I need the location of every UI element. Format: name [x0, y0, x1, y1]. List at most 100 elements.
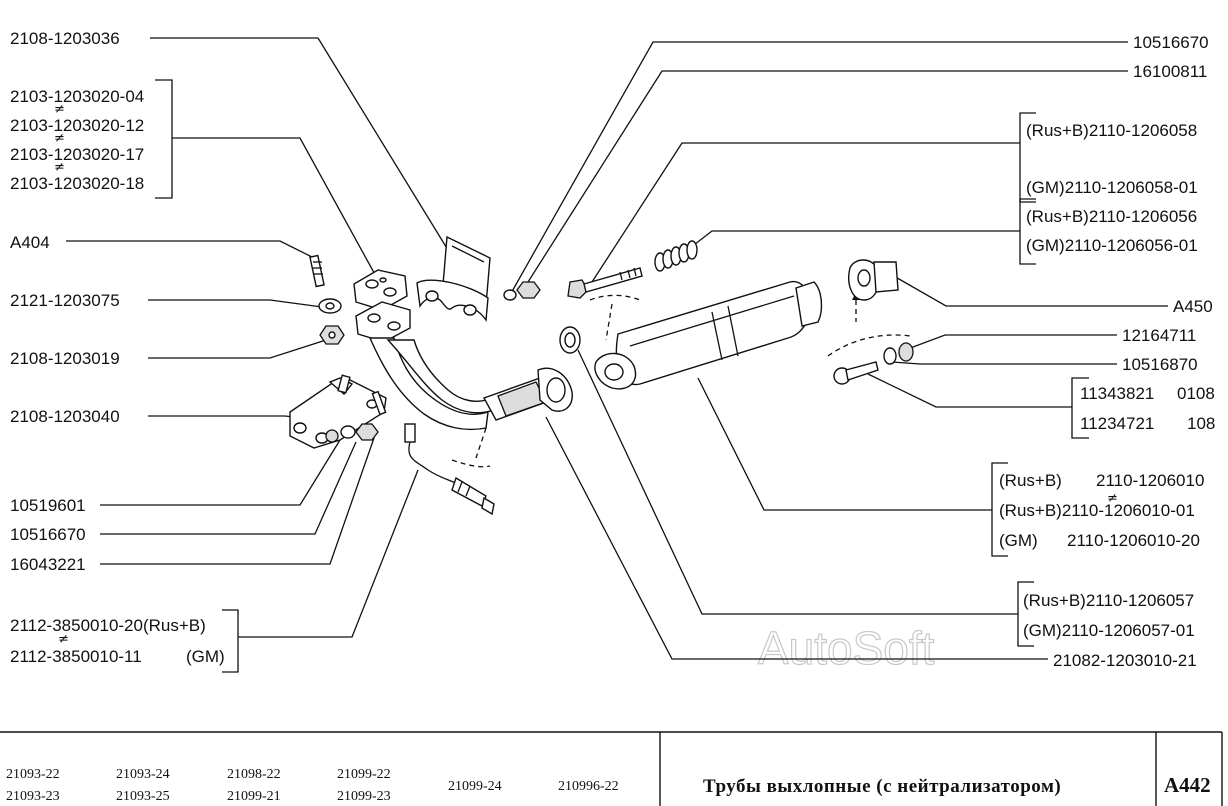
label-2110-1206057-gm: (GM)2110-1206057-01 [1023, 621, 1195, 640]
model-code: 210996-22 [558, 779, 619, 794]
label-10516670-right: 10516670 [1133, 33, 1209, 52]
label-10519601: 10519601 [10, 496, 86, 515]
bracket-leader [867, 373, 1089, 439]
label-2112-3850010-20: 2112-3850010-20(Rus+B) [10, 616, 206, 635]
label-11234721: 11234721 [1080, 414, 1154, 433]
label-2103-1203020-17: 2103-1203020-17 [10, 145, 144, 164]
rear-bolt-part [833, 361, 879, 385]
label-a450: A450 [1173, 297, 1213, 316]
page-title: Трубы выхлопные (с нейтрализатором) [703, 776, 1061, 797]
stud-part [309, 254, 325, 288]
catalytic-converter-part [594, 281, 823, 390]
model-code: 21098-22 [227, 767, 281, 782]
not-equal-mark: ≠ [58, 632, 69, 647]
rear-pipe-flange-part [848, 259, 899, 301]
manifold-gasket-part [353, 269, 411, 343]
leader-line [148, 299, 323, 308]
leader-line [891, 274, 1168, 307]
label-2110-1206010-rus: 2110-1206010 [1096, 471, 1204, 490]
label-2112-3850010-11-gm: (GM) [186, 647, 225, 666]
not-equal-mark: ≠ [1107, 491, 1118, 506]
leader-line [509, 41, 1128, 296]
model-code: 21093-23 [6, 789, 60, 804]
label-2110-1206010-20: 2110-1206010-20 [1067, 531, 1200, 550]
washer-hole [325, 302, 335, 310]
bracket-leader [222, 469, 419, 673]
label-2103-1203020-04: 2103-1203020-04 [10, 87, 144, 106]
label-2110-1206010-01: (Rus+B)2110-1206010-01 [999, 501, 1195, 520]
not-equal-mark: ≠ [54, 131, 65, 146]
bracket-leader [577, 349, 1034, 647]
label-2108-1203019: 2108-1203019 [10, 349, 120, 368]
label-12164711: 12164711 [1122, 326, 1196, 345]
sheet-code: A442 [1164, 773, 1211, 797]
dashed-assembly-line [605, 303, 613, 341]
leader-line [148, 415, 303, 419]
bracket-leader [591, 112, 1036, 283]
nut-part [319, 325, 345, 345]
nut-part-right [503, 281, 541, 301]
not-equal-mark: ≠ [54, 102, 65, 117]
spring-part [654, 240, 698, 272]
label-2110-1206057-rus: (Rus+B)2110-1206057 [1023, 591, 1194, 610]
bracket-leader [155, 79, 379, 281]
bracket-leader [689, 198, 1036, 265]
label-a404: A404 [10, 233, 50, 252]
model-code: 21093-24 [116, 767, 170, 782]
bolt-washer-set-part [325, 390, 387, 443]
bracket-leader [697, 377, 1008, 557]
model-code: 21099-21 [227, 789, 281, 804]
label-21082-1203010-21: 21082-1203010-21 [1053, 651, 1197, 670]
label-2112-3850010-11: 2112-3850010-11 [10, 647, 142, 666]
front-exhaust-pipe-part [368, 337, 573, 431]
leader-line [148, 339, 327, 359]
title-block: 21093-22 21093-23 21093-24 21093-25 2109… [0, 731, 1223, 806]
model-code: 21093-22 [6, 767, 60, 782]
dashed-assembly-line [827, 334, 911, 357]
nut-part-far-right [898, 342, 914, 362]
label-10516870: 10516870 [1122, 355, 1198, 374]
label-2103-1203020-12: 2103-1203020-12 [10, 116, 144, 135]
label-2110-1206056-gm: (GM)2110-1206056-01 [1026, 236, 1198, 255]
dashed-assembly-line [451, 459, 491, 468]
label-2121-1203075: 2121-1203075 [10, 291, 120, 310]
model-code: 21099-24 [448, 779, 502, 794]
leader-line [527, 70, 1128, 283]
flange-gasket-part [559, 326, 581, 354]
watermark: AutoSoft [758, 622, 935, 674]
label-2110-1206010-gm-tag: (GM) [999, 531, 1038, 550]
label-2108-1203036: 2108-1203036 [10, 29, 120, 48]
label-2108-1203040: 2108-1203040 [10, 407, 120, 426]
not-equal-mark: ≠ [54, 160, 65, 175]
label-11343821-qty: 0108 [1177, 384, 1215, 403]
label-10516670-left: 10516670 [10, 525, 86, 544]
label-2110-1206058-gm: (GM)2110-1206058-01 [1026, 178, 1198, 197]
mounting-bracket-part [289, 374, 387, 449]
label-2110-1206058-rus: (Rus+B)2110-1206058 [1026, 121, 1197, 140]
leader-line [904, 334, 1117, 351]
leader-line [100, 437, 375, 565]
bolt-part [567, 267, 643, 299]
leader-line [545, 416, 1048, 660]
leader-line [317, 37, 449, 251]
leader-line [100, 439, 341, 506]
dashed-assembly-line [589, 294, 641, 301]
label-16100811: 16100811 [1133, 62, 1207, 81]
leader-line [891, 361, 1117, 365]
washer-part-right [883, 347, 897, 365]
dashed-assembly-line [475, 427, 487, 459]
label-16043221: 16043221 [10, 555, 86, 574]
label-2110-1206056-rus: (Rus+B)2110-1206056 [1026, 207, 1197, 226]
heat-shield-part [416, 235, 491, 322]
leader-line [100, 441, 357, 535]
model-code: 21099-23 [337, 789, 391, 804]
label-11234721-qty: 108 [1187, 414, 1215, 433]
model-code: 21093-25 [116, 789, 170, 804]
label-11343821: 11343821 [1080, 384, 1154, 403]
oxygen-sensor-part [404, 423, 495, 516]
leader-line [66, 240, 315, 259]
model-code: 21099-22 [337, 767, 391, 782]
label-2103-1203020-18: 2103-1203020-18 [10, 174, 144, 193]
